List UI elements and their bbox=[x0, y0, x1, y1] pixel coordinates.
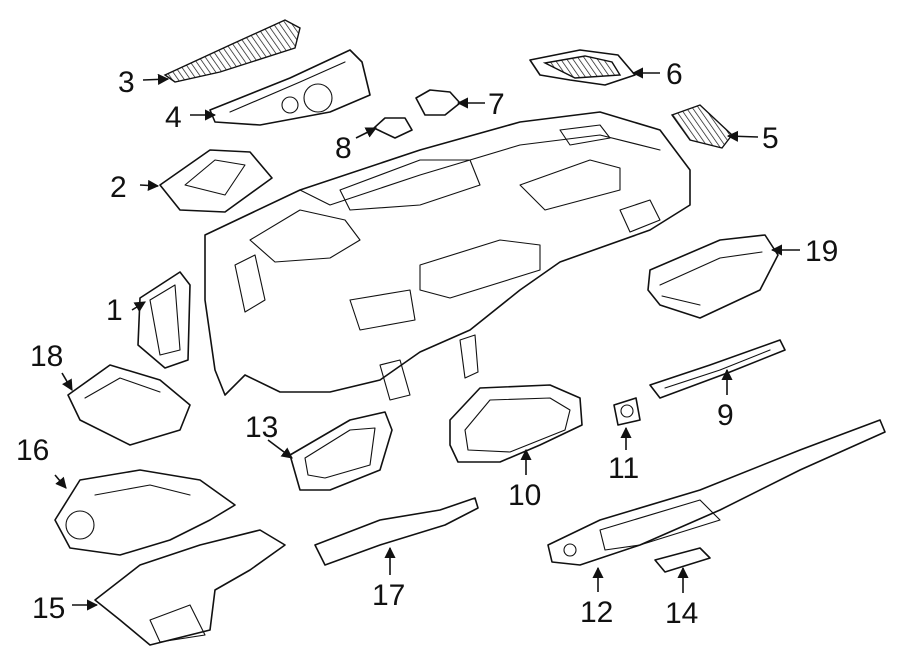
callout-6: 6 bbox=[666, 58, 683, 91]
callout-5: 5 bbox=[762, 122, 779, 155]
part-2 bbox=[159, 149, 273, 213]
part-8 bbox=[373, 117, 413, 139]
callout-3: 3 bbox=[118, 66, 135, 99]
callout-4: 4 bbox=[165, 101, 182, 134]
callout-13: 13 bbox=[245, 411, 278, 444]
part-18 bbox=[67, 364, 191, 446]
part-12 bbox=[547, 419, 886, 566]
leader-lines bbox=[54, 67, 800, 611]
part-16 bbox=[54, 469, 236, 556]
callout-2: 2 bbox=[110, 171, 127, 204]
callout-8: 8 bbox=[335, 132, 352, 165]
part-15 bbox=[94, 529, 286, 646]
callout-16: 16 bbox=[16, 434, 49, 467]
part-14 bbox=[654, 547, 711, 573]
callout-10: 10 bbox=[508, 479, 541, 512]
part-10 bbox=[449, 384, 583, 463]
part-5 bbox=[670, 104, 733, 149]
callout-7: 7 bbox=[488, 88, 505, 121]
callout-labels: 1 2 3 4 5 6 7 8 9 10 11 12 13 14 15 16 1… bbox=[16, 58, 838, 630]
callout-12: 12 bbox=[580, 596, 613, 629]
callout-1: 1 bbox=[106, 294, 123, 327]
callout-11: 11 bbox=[608, 452, 639, 485]
callout-17: 17 bbox=[372, 579, 405, 612]
part-7 bbox=[415, 89, 461, 116]
callout-15: 15 bbox=[32, 592, 65, 625]
part-13 bbox=[289, 411, 393, 491]
part-1 bbox=[137, 271, 191, 369]
dashboard-panel bbox=[204, 111, 691, 401]
callout-18: 18 bbox=[30, 340, 63, 373]
part-6 bbox=[529, 49, 636, 86]
part-11 bbox=[613, 397, 641, 426]
part-4 bbox=[209, 49, 371, 126]
part-9 bbox=[649, 339, 786, 399]
callout-9: 9 bbox=[717, 399, 734, 432]
callout-19: 19 bbox=[805, 235, 838, 268]
part-3 bbox=[163, 19, 301, 83]
part-17 bbox=[314, 497, 479, 566]
part-19 bbox=[647, 234, 779, 319]
callout-14: 14 bbox=[665, 597, 698, 630]
